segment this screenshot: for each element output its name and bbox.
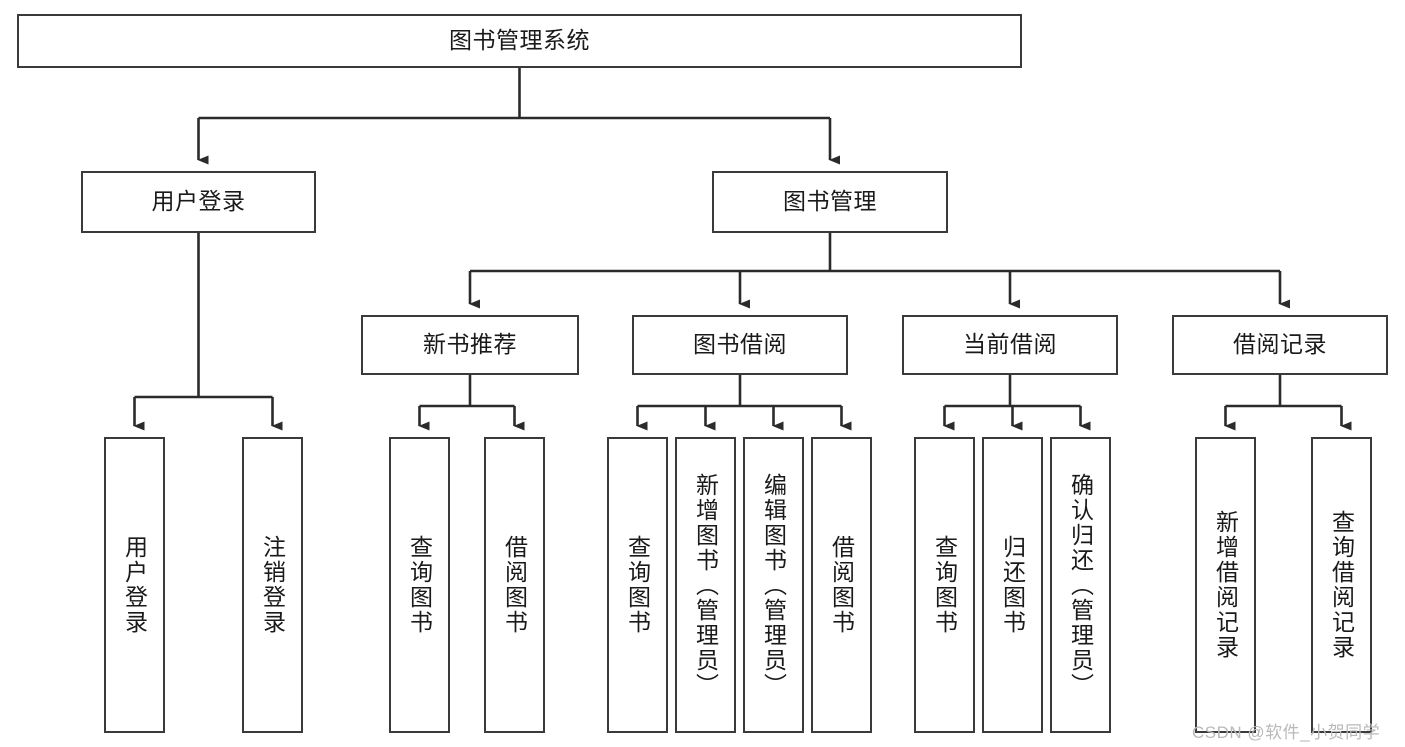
node-label: 查询图书 [931,535,958,635]
node-current[interactable]: 当前借阅 [902,315,1118,375]
node-label: 借阅记录 [1233,331,1327,358]
node-newbook[interactable]: 新书推荐 [361,315,579,375]
node-leaf4[interactable]: 借阅图书 [484,437,545,733]
node-borrow[interactable]: 图书借阅 [632,315,848,375]
node-leaf10[interactable]: 归还图书 [982,437,1043,733]
node-leaf9[interactable]: 查询图书 [914,437,975,733]
node-leaf5[interactable]: 查询图书 [607,437,668,733]
node-label: 当前借阅 [963,331,1057,358]
node-label: 用户登录 [121,535,148,635]
node-leaf12[interactable]: 新增借阅记录 [1195,437,1256,733]
node-login[interactable]: 用户登录 [81,171,316,233]
node-label: 图书管理 [783,188,877,215]
node-label: 编辑图书（管理员） [760,472,787,698]
node-leaf1[interactable]: 用户登录 [104,437,165,733]
node-records[interactable]: 借阅记录 [1172,315,1388,375]
node-label: 用户登录 [151,188,246,215]
node-leaf13[interactable]: 查询借阅记录 [1311,437,1372,733]
node-label: 借阅图书 [501,535,528,635]
node-label: 注销登录 [259,535,286,635]
node-leaf6[interactable]: 新增图书（管理员） [675,437,736,733]
node-label: 查询图书 [624,535,651,635]
node-label: 借阅图书 [828,535,855,635]
node-root[interactable]: 图书管理系统 [17,14,1022,68]
node-label: 图书管理系统 [449,27,590,54]
node-label: 查询借阅记录 [1328,510,1355,660]
node-leaf11[interactable]: 确认归还（管理员） [1050,437,1111,733]
node-leaf2[interactable]: 注销登录 [242,437,303,733]
node-leaf7[interactable]: 编辑图书（管理员） [743,437,804,733]
node-label: 新增图书（管理员） [692,472,719,698]
node-label: 新增借阅记录 [1212,510,1239,660]
node-label: 归还图书 [999,535,1026,635]
node-label: 图书借阅 [693,331,787,358]
node-leaf8[interactable]: 借阅图书 [811,437,872,733]
node-leaf3[interactable]: 查询图书 [389,437,450,733]
node-bookmgmt[interactable]: 图书管理 [712,171,948,233]
node-label: 确认归还（管理员） [1067,472,1094,698]
node-label: 新书推荐 [423,331,517,358]
node-label: 查询图书 [406,535,433,635]
